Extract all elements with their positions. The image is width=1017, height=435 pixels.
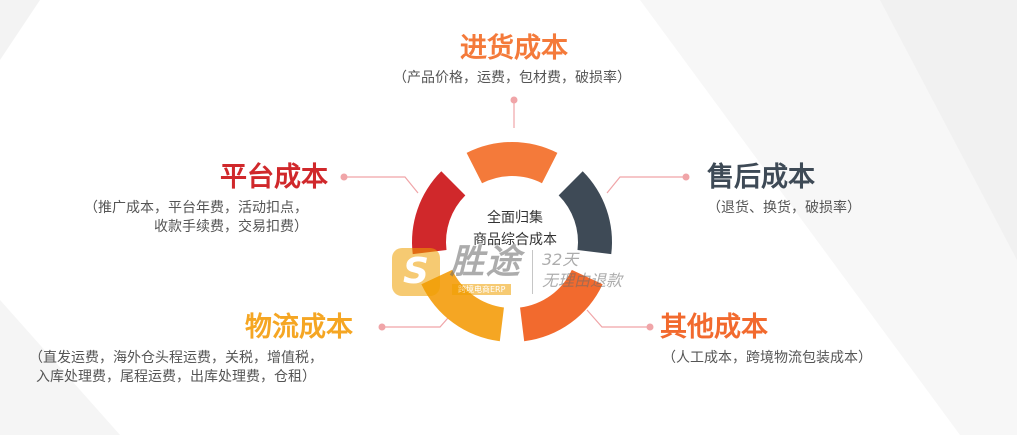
platform-cost-title: 平台成本 [220,162,328,193]
platform-cost-desc-line1: （推广成本，平台年费，活动扣点， [84,200,308,216]
logistics-cost-desc-line1: （直发运费，海外仓头程运费，关税，增值税， [29,350,323,366]
bg-band-right [640,0,1017,435]
center-label: 全面归集 商品综合成本 [455,207,575,251]
center-label-line1: 全面归集 [487,210,543,226]
center-label-line2: 商品综合成本 [473,232,557,248]
bg-corner-bl [0,300,120,435]
connector-after-sales [606,176,686,194]
ring-segment-after-sales [558,171,613,255]
platform-cost-desc-line2: 收款手续费，交易扣费） [154,219,308,235]
connector-other [586,309,650,328]
connector-platform [344,176,419,194]
connector-dot-logistics [378,323,386,331]
ring-segment-other [520,269,603,342]
watermark-days: 32天 [542,250,579,269]
ring-segment-purchase [466,142,558,184]
other-cost-title: 其他成本 [660,312,768,343]
connector-dot-other [646,323,654,331]
logistics-cost-title: 物流成本 [245,312,353,343]
watermark-logo: S [392,248,440,296]
connector-dot-purchase [510,96,518,104]
watermark-subtitle: 跨境电商ERP [452,284,512,295]
watermark-return: 无理由退款 [542,271,623,290]
purchase-cost-desc: （产品价格，运费，包材费，破损率） [393,70,631,86]
bg-band-right-inner [880,0,1017,260]
logistics-cost-desc-line2: 入库处理费，尾程运费，出库处理费，仓租） [36,369,316,385]
purchase-cost-title: 进货成本 [460,33,568,64]
after-sales-cost-desc: （退货、换货，破损率） [707,200,861,216]
ring-segment-logistics [421,269,504,342]
connector-dot-platform [340,173,348,181]
bg-corner-tl [0,0,40,60]
watermark-brand: 胜途 [450,242,522,282]
ring-segment-platform [412,171,466,255]
connector-dot-after-sales [682,173,690,181]
watermark-separator [532,250,533,294]
other-cost-desc: （人工成本，跨境物流包装成本） [662,350,872,366]
watermark: S 胜途 跨境电商ERP 32天 无理由退款 [392,240,632,305]
after-sales-cost-title: 售后成本 [707,162,815,193]
